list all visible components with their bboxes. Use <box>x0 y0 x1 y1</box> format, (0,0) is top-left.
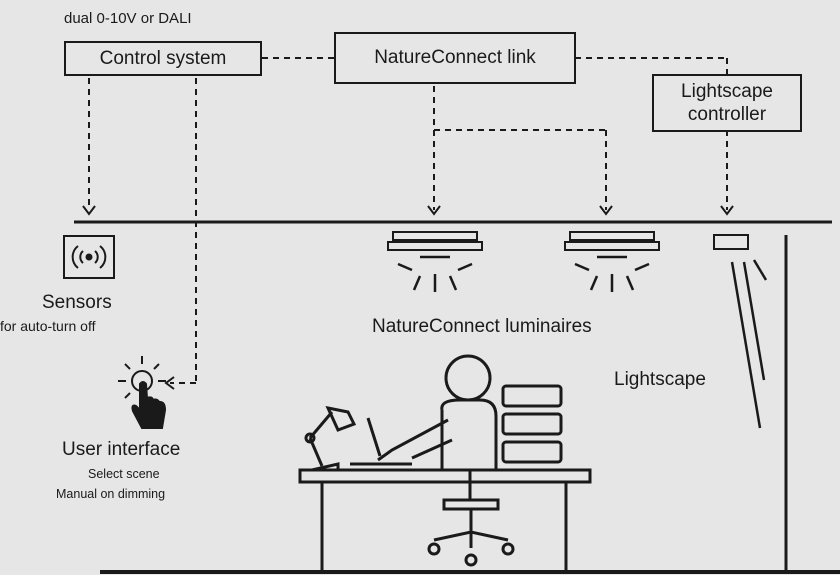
control-system-label: Control system <box>99 47 227 69</box>
sensors-title: Sensors <box>42 292 112 313</box>
sensor-icon <box>63 235 115 279</box>
natureconnect-link-box: NatureConnect link <box>334 32 576 84</box>
dashed-connectors <box>88 57 728 384</box>
user-interface-title: User interface <box>62 439 181 460</box>
luminaire-icon <box>387 231 483 292</box>
lightscape-controller-box: Lightscape controller <box>652 74 802 132</box>
natureconnect-link-label: NatureConnect link <box>374 47 536 68</box>
top-note: dual 0-10V or DALI <box>64 10 192 27</box>
sensors-subtitle: for auto-turn off <box>0 318 96 334</box>
luminaires-label: NatureConnect luminaires <box>372 316 592 337</box>
person-at-desk-icon <box>298 354 592 570</box>
lightscape-fixture-icon <box>713 234 768 429</box>
control-system-box: Control system <box>64 41 262 76</box>
touch-hand-icon <box>118 356 167 429</box>
user-interface-line2: Manual on dimming <box>56 487 166 501</box>
luminaire-icon <box>564 231 660 292</box>
arrow-heads <box>82 205 734 390</box>
lightscape-controller-label-line2: controller <box>687 104 767 125</box>
lightscape-controller-label-line1: Lightscape <box>681 81 773 102</box>
user-interface-line1: Select scene <box>88 467 160 481</box>
lightscape-label: Lightscape <box>614 369 706 390</box>
